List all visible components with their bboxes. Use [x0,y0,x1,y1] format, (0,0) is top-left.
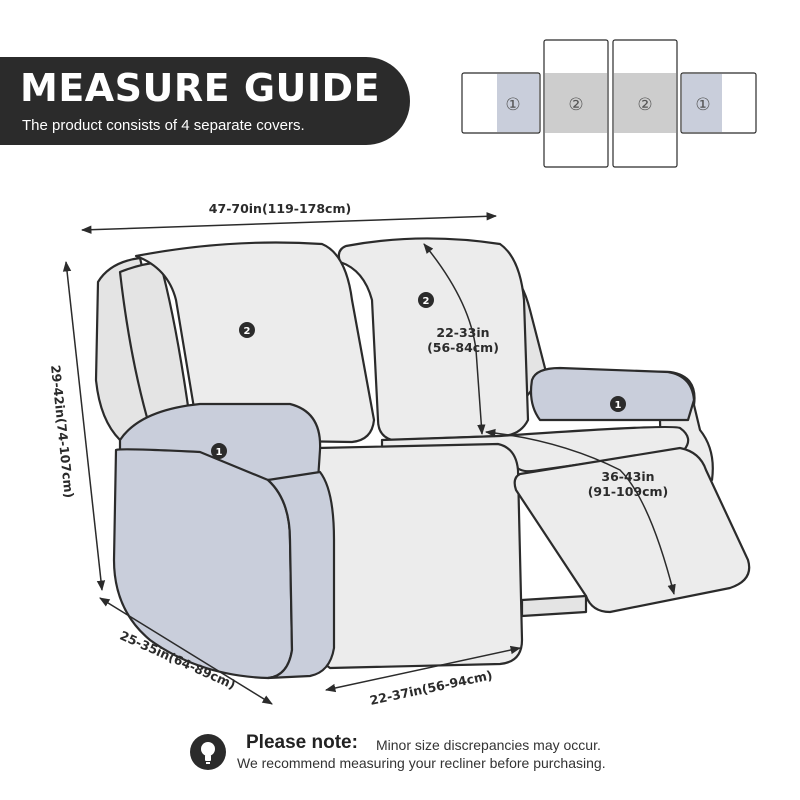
seat-width-arrow [324,645,522,693]
right-armrest-top [529,366,696,422]
height-arrow [62,260,106,592]
svg-text:1: 1 [216,447,223,458]
badge-backrest-right: 2 [418,292,434,308]
badge-armrest-left: 1 [211,443,227,459]
depth-arrow [99,597,273,705]
badge-backrest-left: 2 [239,322,255,338]
note-text-line2: We recommend measuring your recliner bef… [237,755,606,771]
footrest-label-in: 36-43in [601,469,654,484]
svg-text:2: 2 [423,296,430,307]
left-seat [316,442,524,670]
footrest-label-cm: (91-109cm) [588,484,669,499]
left-armrest-side [266,470,336,680]
legend-cover-armrest-right [680,72,757,134]
legend-cover-armrest-left [461,72,541,134]
left-backrest [134,241,376,444]
note-heading: Please note: [246,732,358,753]
legend-label-1: ① [505,95,520,115]
page-title: MEASURE GUIDE [20,66,381,110]
legend-cover-seat-left [543,39,609,168]
width-label: 47-70in(119-178cm) [209,201,351,216]
width-arrow [80,212,498,234]
legend-label-3: ② [637,95,652,115]
backrest-label-cm: (56-84cm) [427,340,499,355]
title-banner [0,57,410,145]
footrest-arrow [484,428,676,596]
covers-legend [461,39,757,168]
note-block: Please note: Minor size discrepancies ma… [190,732,660,776]
note-text-line1: Minor size discrepancies may occur. [376,737,601,753]
svg-text:2: 2 [244,326,251,337]
height-label: 29-42in(74-107cm) [48,364,77,499]
legend-label-4: ① [695,95,710,115]
legend-label-2: ② [568,95,583,115]
lightbulb-icon [190,734,226,770]
backrest-label-in: 22-33in [436,325,489,340]
legend-cover-seat-right [612,39,678,168]
svg-text:1: 1 [615,400,622,411]
footrest-support [520,594,588,618]
badge-armrest-right: 1 [610,396,626,412]
seat-width-label: 22-37in(56-94cm) [368,667,493,708]
page-subtitle: The product consists of 4 separate cover… [22,117,305,134]
backrest-arrow [423,243,486,436]
